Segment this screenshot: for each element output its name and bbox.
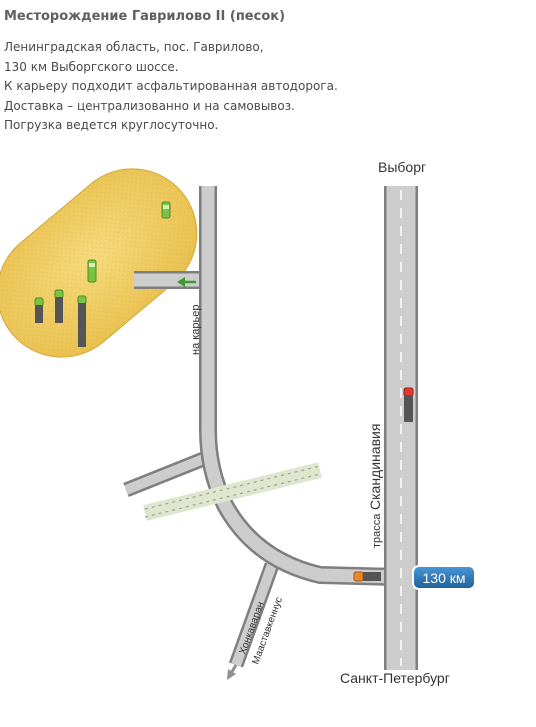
quarry-truck-icon	[34, 297, 44, 323]
label-highway-name: Скандинавия	[367, 424, 383, 510]
quarry-area	[0, 168, 198, 358]
quarry-truck-icon	[161, 201, 171, 219]
quarry-truck-icon	[54, 289, 64, 323]
quarry-truck-icon	[77, 295, 87, 347]
km-badge: 130 км	[412, 565, 476, 590]
label-highway-prefix: трасса	[371, 513, 383, 548]
highway-truck-icon	[403, 387, 414, 422]
road-network	[123, 186, 418, 670]
label-saint-petersburg: Санкт-Петербург	[340, 670, 450, 686]
km-badge-label: 130 км	[423, 570, 466, 586]
label-vyborg: Выборг	[378, 159, 426, 175]
page-title: Месторождение Гаврилово II (песок)	[4, 9, 286, 24]
quarry-truck-icon	[87, 259, 97, 283]
junction-truck-icon	[353, 571, 381, 582]
direction-arrow-icon	[177, 277, 196, 287]
description-line: Погрузка ведется круглосуточно.	[4, 118, 219, 132]
description-line: Ленинградская область, пос. Гаврилово,	[4, 40, 264, 54]
railway	[143, 462, 322, 521]
southwest-arrow-icon	[227, 664, 238, 680]
description: Ленинградская область, пос. Гаврилово, 1…	[4, 38, 338, 136]
label-quarry-road: на карьер	[190, 304, 202, 355]
description-line: 130 км Выборгского шоссе.	[4, 59, 179, 74]
description-line: Доставка – централизованно и на самовыво…	[4, 98, 295, 113]
description-line: К карьеру подходит асфальтированная авто…	[4, 79, 338, 93]
